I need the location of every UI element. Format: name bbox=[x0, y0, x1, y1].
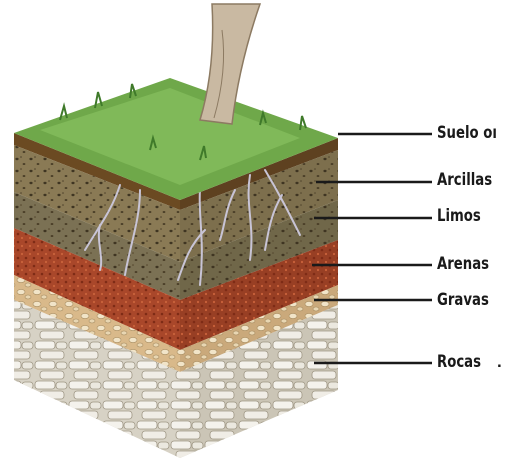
label-suelo: Suelo oı bbox=[437, 123, 497, 143]
label-arenas: Arenas bbox=[437, 254, 489, 274]
label-rocas: Rocas bbox=[437, 352, 481, 372]
label-gravas: Gravas bbox=[437, 290, 489, 310]
label-limos: Limos bbox=[437, 206, 481, 226]
tree-trunk bbox=[200, 4, 260, 124]
label-arcillas: Arcillas bbox=[437, 170, 492, 190]
trailing-mark: . bbox=[497, 352, 502, 372]
